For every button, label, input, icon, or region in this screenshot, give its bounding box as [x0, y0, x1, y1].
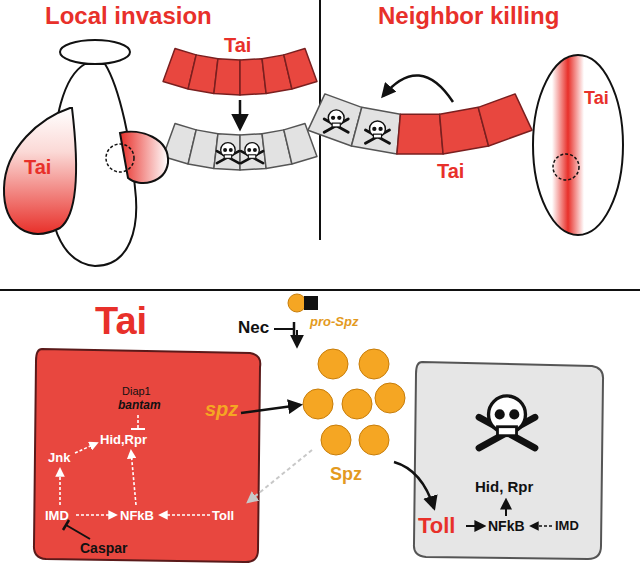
embryo-shape	[530, 52, 626, 240]
wing-disc-shape	[0, 38, 175, 270]
node-text: bantam	[118, 398, 161, 412]
node-text: NFkB	[488, 518, 525, 534]
protein-label: Nec	[238, 318, 269, 338]
node-text: IMD	[555, 518, 579, 533]
node-heading: Tai	[95, 300, 147, 343]
node-text: Toll	[418, 513, 455, 539]
section-title: Local invasion	[45, 2, 212, 30]
neighbor-cell: Hid, RprNFkB Toll IMD	[410, 358, 605, 561]
node-heading: Tai	[437, 160, 464, 183]
protein-label: pro-Spz	[310, 314, 358, 329]
node-text: Toll	[212, 508, 234, 523]
node-heading: Tai	[24, 156, 51, 179]
node-heading: Hid, Rpr	[475, 478, 533, 495]
wing-disc: Tai	[0, 38, 175, 270]
epithelium-row: Tai	[172, 38, 312, 100]
node-text: Caspar	[80, 540, 127, 556]
node-text: Hid,Rpr	[100, 432, 147, 447]
node-text: NFkB	[120, 508, 154, 523]
node-text: Diap1	[122, 385, 151, 397]
cell-row-shape	[325, 60, 520, 185]
protein-label: Spz	[330, 464, 362, 485]
tai-cell: TaiDiap1bantamHid,RprspzJnkIMDNFkBTollCa…	[30, 345, 262, 565]
node-text: IMD	[45, 508, 69, 523]
section-title: Neighbor killing	[378, 2, 559, 30]
cell-row: Tai	[325, 60, 520, 185]
node-heading: Tai	[224, 34, 251, 57]
embryo: Tai	[530, 52, 626, 240]
node-heading: Tai	[584, 88, 609, 109]
node-text: spz	[205, 398, 238, 421]
node-text: Jnk	[48, 450, 70, 465]
